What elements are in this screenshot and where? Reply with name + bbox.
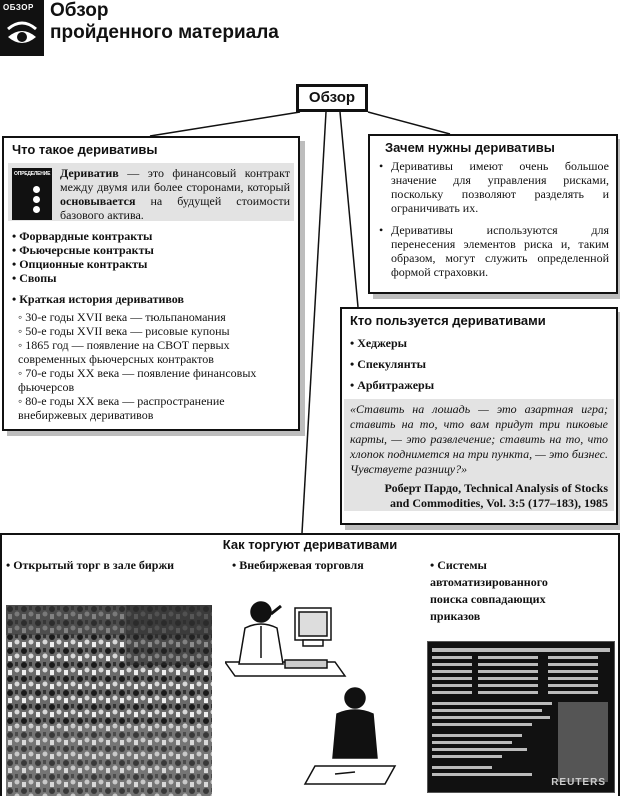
why-derivatives-panel: Зачем нужны деривативы Деривативы имеют … [368, 134, 618, 294]
section-tab: ОБЗОР [0, 0, 44, 56]
trading-floor-photo [6, 605, 212, 796]
list-item: Хеджеры [350, 336, 608, 350]
list-item: ◦ 1865 год — появление на СВОТ первых со… [18, 338, 230, 366]
definition-box: ОПРЕДЕЛЕНИЕ Дериватив — это финансовый к… [8, 163, 294, 222]
panel-title: Кто пользуется деривативами [350, 313, 546, 328]
contract-types-list: Форвардные контракты Фьючерсные контракт… [12, 229, 290, 285]
list-item: Арбитражеры [350, 378, 608, 392]
what-are-derivatives-panel: Что такое деривативы ОПРЕДЕЛЕНИЕ Дериват… [2, 136, 300, 431]
list-item: Спекулянты [350, 357, 608, 371]
who-uses-panel: Кто пользуется деривативами Хеджеры Спек… [340, 307, 618, 525]
list-item: Фьючерсные контракты [12, 243, 290, 257]
panel-title: Зачем нужны деривативы [385, 140, 555, 155]
quote-box: «Ставить на лошадь — это азартная игра; … [344, 399, 614, 511]
definition-icon: ОПРЕДЕЛЕНИЕ [12, 168, 52, 220]
panel-title: Как торгуют деривативами [222, 537, 398, 552]
list-item: ◦ 70-е годы XX века — появление финансов… [18, 366, 257, 394]
users-list: Хеджеры Спекулянты Арбитражеры [350, 336, 608, 392]
history-list: ◦ 30-е годы XVII века — тюльпаномания ◦ … [12, 310, 290, 422]
method-floor: Открытый торг в зале биржи [6, 557, 216, 573]
panel-title: Что такое деривативы [12, 142, 158, 157]
list-item: Деривативы имеют очень большое значение … [377, 159, 609, 215]
screen-brand: REUTERS [551, 777, 606, 788]
list-item: Свопы [12, 271, 290, 285]
eye-icon [7, 21, 37, 43]
tab-label: ОБЗОР [3, 3, 34, 12]
quote-text: «Ставить на лошадь — это азартная игра; … [350, 402, 608, 476]
method-otc: Внебиржевая торговля [232, 557, 412, 573]
list-item: Опционные контракты [12, 257, 290, 271]
overview-node: Обзор [296, 84, 368, 112]
trading-screen: REUTERS [427, 641, 615, 793]
quote-source: Роберт Пардо, Technical Analysis of Stoc… [384, 481, 608, 510]
terminal-rows [432, 648, 610, 782]
definition-term: Дериватив [60, 166, 119, 180]
page-title: Обзор пройденного материала [50, 0, 279, 43]
list-item: Форвардные контракты [12, 229, 290, 243]
method-electronic: Системы автоматизированного поиска совпа… [430, 557, 580, 625]
list-item: ◦ 50-е годы XVII века — рисовые купоны [18, 324, 230, 338]
list-item: ◦ 80-е годы XX века — распространение вн… [18, 394, 225, 422]
list-item: Деривативы используются для перенесения … [377, 223, 609, 279]
otc-traders-illustration [225, 601, 397, 785]
list-item: ◦ 30-е годы XVII века — тюльпаномания [18, 310, 226, 324]
history-title: Краткая история деривативов [12, 292, 290, 307]
